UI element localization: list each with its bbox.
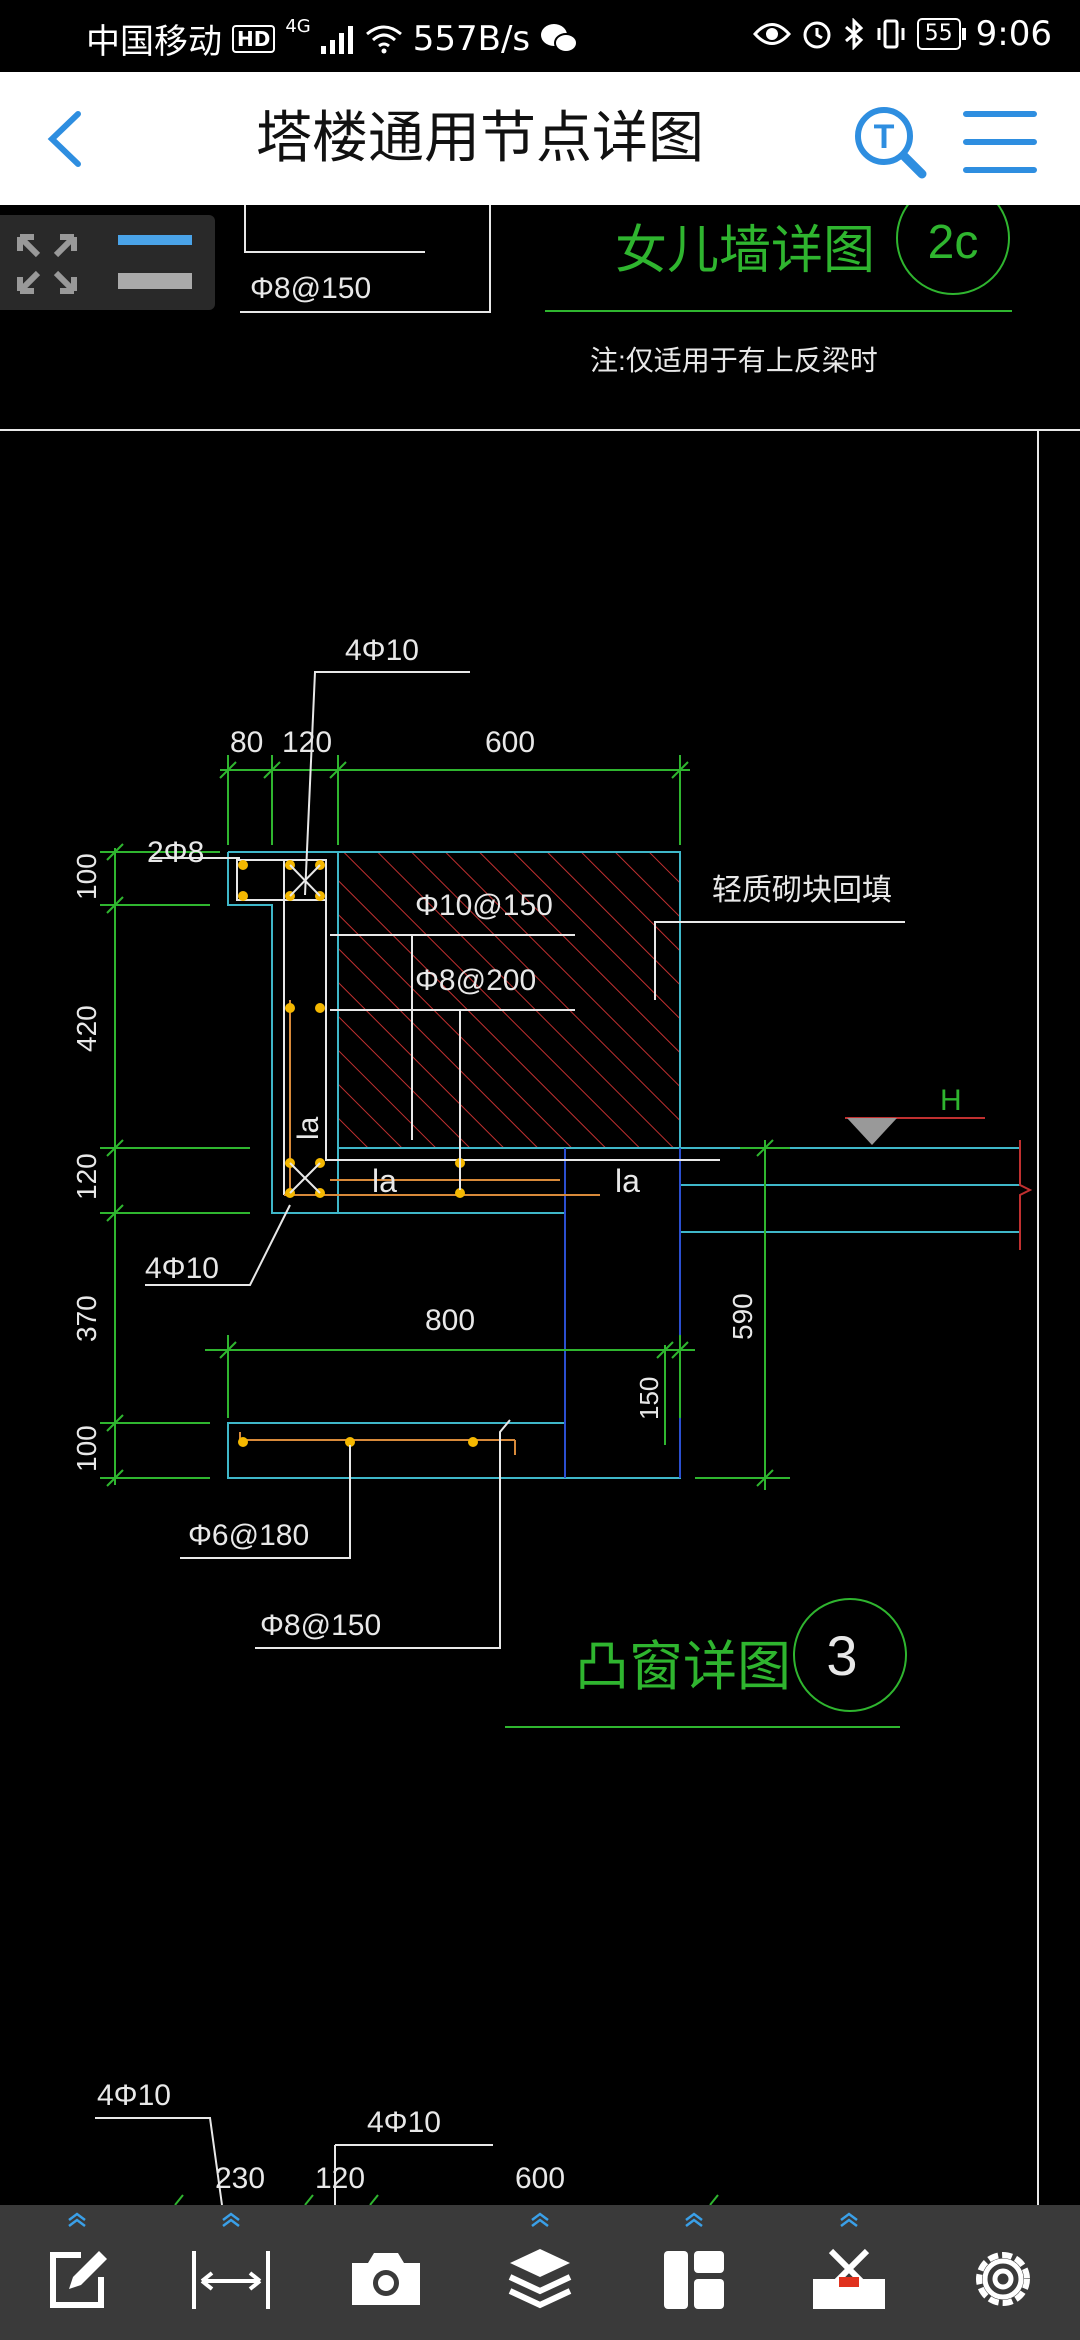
chevron-up-icon [68, 2212, 86, 2227]
dim-top-120: 120 [282, 726, 332, 759]
measure-icon [192, 2251, 271, 2309]
top-rebar-label: Φ8@150 [250, 272, 371, 305]
dim-left-120: 120 [71, 1153, 102, 1200]
dim-left-370: 370 [71, 1295, 102, 1342]
chevron-up-icon [531, 2212, 549, 2227]
bay-window-title-block: 凸窗详图 3 [505, 1598, 907, 1728]
view-controls [0, 215, 215, 310]
battery-icon: 55 [916, 18, 966, 50]
wechat-icon [541, 23, 579, 53]
light-block-label: 轻质砌块回填 [712, 874, 892, 907]
title-bar: 塔楼通用节点详图 T [0, 72, 1080, 205]
la-horizontal-1: la [372, 1163, 397, 1199]
rebar-phi8-200: Φ8@200 [415, 964, 536, 997]
next-detail-partial: 4Φ10 4Φ10 230 120 600 [95, 2079, 719, 2205]
camera-icon [351, 2253, 420, 2305]
layer-toggle-gray[interactable] [118, 273, 192, 289]
signal-icon: 4G [285, 16, 311, 37]
level-mark: H [940, 1084, 962, 1117]
rebar-phi10-150: Φ10@150 [415, 889, 553, 922]
parapet-title-block: 女儿墙详图 2c 注:仅适用于有上反梁时 [545, 205, 1012, 376]
bay-window-detail: 80 120 600 100 420 120 370 100 800 [71, 634, 1033, 1649]
svg-text:T: T [874, 118, 895, 156]
status-bar: 中国移动 HD 4G 557B/s [0, 0, 1080, 72]
next-dim-120: 120 [315, 2162, 365, 2195]
rebar-4phi10-top: 4Φ10 [345, 634, 419, 667]
rebar-2phi8: 2Φ8 [147, 836, 204, 869]
vibrate-icon [877, 19, 905, 49]
top-detail-remnant: Φ8@150 [240, 205, 491, 313]
eye-icon [752, 23, 791, 45]
layout-tool-button[interactable] [617, 2205, 771, 2340]
bluetooth-icon [844, 18, 863, 50]
edit-tool-button[interactable] [0, 2205, 154, 2340]
hamburger-icon [963, 111, 1037, 173]
toolbox-icon [812, 2248, 885, 2309]
rebar-phi6-180: Φ6@180 [188, 1519, 309, 1552]
layers-tool-button[interactable] [463, 2205, 617, 2340]
hd-icon: HD [232, 24, 276, 53]
fit-screen-icon[interactable] [12, 229, 82, 299]
dim-590: 590 [727, 1293, 758, 1340]
parapet-note: 注:仅适用于有上反梁时 [590, 345, 878, 376]
dim-left-420: 420 [71, 1005, 102, 1052]
dim-left-100a: 100 [71, 853, 102, 900]
settings-tool-button[interactable] [926, 2205, 1080, 2340]
measure-tool-button[interactable] [154, 2205, 308, 2340]
dim-top-600: 600 [485, 726, 535, 759]
back-button[interactable] [30, 94, 120, 184]
page-title: 塔楼通用节点详图 [256, 106, 704, 171]
back-chevron-icon [47, 111, 81, 167]
layers-icon [508, 2249, 572, 2309]
next-rebar-a: 4Φ10 [97, 2079, 171, 2112]
clock: 9:06 [975, 14, 1052, 54]
la-horizontal-2: la [615, 1163, 640, 1199]
dim-800: 800 [425, 1304, 475, 1337]
dim-left-100b: 100 [71, 1425, 102, 1472]
net-speed: 557B/s [412, 18, 531, 59]
chevron-up-icon [222, 2212, 241, 2227]
chevron-up-icon [685, 2212, 704, 2227]
rebar-phi8-150: Φ8@150 [260, 1609, 381, 1642]
signal-bars-icon [320, 25, 353, 54]
cad-drawing-canvas[interactable]: Φ8@150 女儿墙详图 2c 注:仅适用于有上反梁时 [0, 205, 1080, 2205]
dim-150: 150 [634, 1377, 664, 1420]
parapet-title: 女儿墙详图 [615, 222, 875, 280]
bottom-toolbar [0, 2205, 1080, 2340]
next-rebar-b: 4Φ10 [367, 2106, 441, 2139]
menu-button[interactable] [960, 102, 1040, 182]
text-search-button[interactable]: T [850, 102, 930, 182]
bay-window-title: 凸窗详图 [575, 1637, 791, 1697]
alarm-icon [803, 21, 831, 49]
parapet-index: 2c [928, 216, 979, 269]
la-vertical: la [292, 1116, 325, 1140]
camera-tool-button[interactable] [309, 2205, 463, 2340]
next-dim-230: 230 [215, 2162, 265, 2195]
layout-icon [664, 2251, 725, 2309]
rebar-4phi10-bottom: 4Φ10 [145, 1252, 219, 1285]
edit-icon [50, 2251, 108, 2308]
next-dim-600: 600 [515, 2162, 565, 2195]
toolbox-tool-button[interactable] [771, 2205, 925, 2340]
dim-top-80: 80 [230, 726, 263, 759]
chevron-up-icon [839, 2212, 858, 2227]
layer-toggle-blue[interactable] [118, 235, 192, 245]
wifi-icon [365, 25, 402, 53]
carrier-label: 中国移动 [86, 22, 222, 62]
gear-icon [975, 2252, 1030, 2306]
text-search-icon: T [855, 107, 927, 179]
bay-window-index: 3 [826, 1624, 857, 1687]
